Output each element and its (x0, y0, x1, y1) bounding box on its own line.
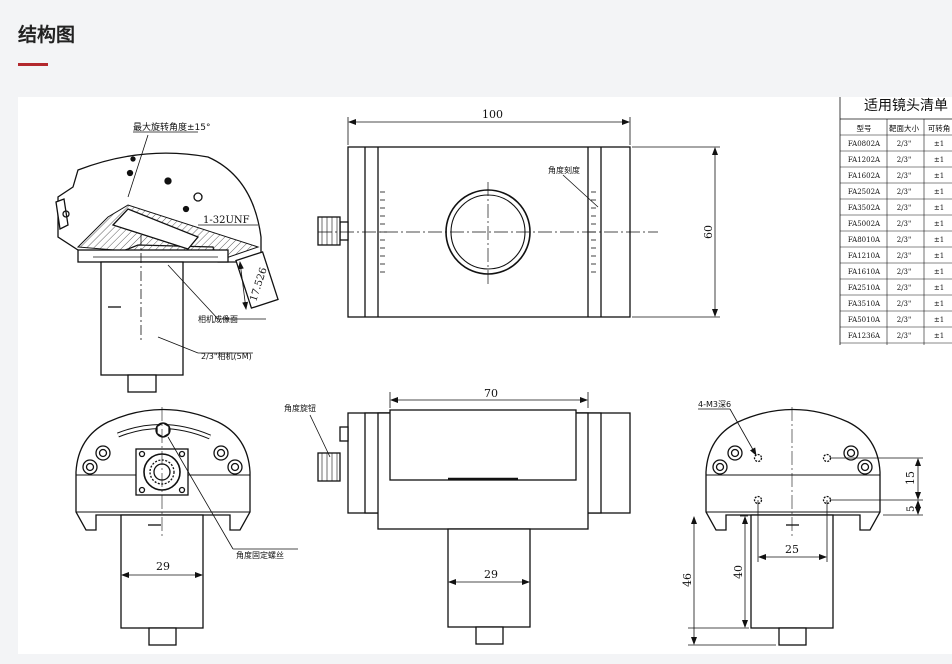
hole-spacing-dim: 25 (785, 543, 799, 556)
table-cell-angle: ±1 (934, 204, 944, 212)
table-cell-angle: ±1 (934, 284, 944, 292)
top-height-dim: 60 (702, 225, 715, 239)
table-cell-size: 2/3" (897, 268, 912, 276)
table-header-cell: 可转角 (928, 123, 951, 133)
table-cell-model: FA0802A (848, 140, 881, 148)
top-view-dimensions (347, 117, 720, 318)
table-cell-model: FA5010A (848, 316, 881, 324)
lens-table (839, 97, 952, 345)
table-cell-angle: ±1 (934, 188, 944, 196)
table-cell-size: 2/3" (897, 172, 912, 180)
camera-label: 2/3"相机(5M) (201, 351, 252, 361)
title-underline (18, 63, 48, 66)
front-view (75, 408, 251, 646)
bottom-view-dimensions (688, 407, 923, 646)
angle-knob-label: 角度旋钮 (284, 403, 316, 413)
angle-lock-screw-label: 角度固定螺丝 (236, 550, 284, 560)
side-section-view (55, 152, 279, 393)
drawing-svg: 最大旋转角度±15° 1-32UNF 17.526 相机成像面 2/3"相机(5… (55, 97, 952, 646)
table-cell-size: 2/3" (897, 284, 912, 292)
table-cell-size: 2/3" (897, 332, 912, 340)
table-cell-size: 2/3" (897, 204, 912, 212)
table-cell-model: FA1236A (848, 332, 881, 340)
right-height-total-dim: 46 (681, 573, 694, 587)
table-cell-model: FA2502A (848, 188, 881, 196)
right-height-body-dim: 40 (732, 565, 745, 579)
bottom-view (705, 408, 881, 646)
table-header-cell: 型号 (857, 124, 872, 133)
table-cell-angle: ±1 (934, 156, 944, 164)
holes-label: 4-M3深6 (698, 400, 731, 409)
table-cell-size: 2/3" (897, 252, 912, 260)
table-cell-size: 2/3" (897, 156, 912, 164)
front-bottom-width-dim: 29 (484, 568, 498, 581)
table-cell-model: FA1202A (848, 156, 881, 164)
rear-view (317, 409, 631, 645)
side-view-annotations (127, 131, 266, 354)
table-cell-angle: ±1 (934, 140, 944, 148)
table-cell-angle: ±1 (934, 316, 944, 324)
page-title: 结构图 (18, 24, 76, 46)
front-width-dim: 70 (484, 387, 498, 400)
table-cell-angle: ±1 (934, 300, 944, 308)
table-cell-size: 2/3" (897, 300, 912, 308)
rear-view-dimensions (309, 392, 589, 585)
table-cell-model: FA1210A (848, 252, 881, 260)
table-cell-angle: ±1 (934, 236, 944, 244)
camera-plane-label: 相机成像面 (198, 314, 238, 324)
top-view (317, 146, 658, 318)
structure-drawing: 最大旋转角度±15° 1-32UNF 17.526 相机成像面 2/3"相机(5… (18, 97, 952, 654)
top-width-dim: 100 (482, 108, 503, 121)
table-cell-model: FA2510A (848, 284, 881, 292)
right-v5-dim: 5 (906, 506, 917, 512)
table-header-cell: 靶面大小 (889, 123, 919, 133)
front-view-dimensions (121, 407, 298, 578)
table-cell-angle: ±1 (934, 252, 944, 260)
angle-scale-label: 角度刻度 (548, 165, 580, 175)
table-cell-size: 2/3" (897, 236, 912, 244)
table-cell-size: 2/3" (897, 140, 912, 148)
thread-label: 1-32UNF (203, 215, 250, 226)
left-bottom-width-dim: 29 (156, 560, 170, 573)
table-cell-model: FA8010A (848, 236, 881, 244)
right-v15-dim: 15 (904, 471, 917, 485)
table-cell-angle: ±1 (934, 220, 944, 228)
table-cell-size: 2/3" (897, 316, 912, 324)
table-cell-model: FA1602A (848, 172, 881, 180)
table-cell-model: FA1610A (848, 268, 881, 276)
table-cell-model: FA5002A (848, 220, 881, 228)
table-cell-angle: ±1 (934, 268, 944, 276)
table-cell-model: FA3502A (848, 204, 881, 212)
table-cell-model: FA3510A (848, 300, 881, 308)
max-rotation-label: 最大旋转角度±15° (133, 121, 211, 133)
table-cell-angle: ±1 (934, 332, 944, 340)
table-cell-size: 2/3" (897, 220, 912, 228)
lens-table-title: 适用镜头清单 (864, 98, 948, 114)
table-cell-angle: ±1 (934, 172, 944, 180)
table-cell-size: 2/3" (897, 188, 912, 196)
